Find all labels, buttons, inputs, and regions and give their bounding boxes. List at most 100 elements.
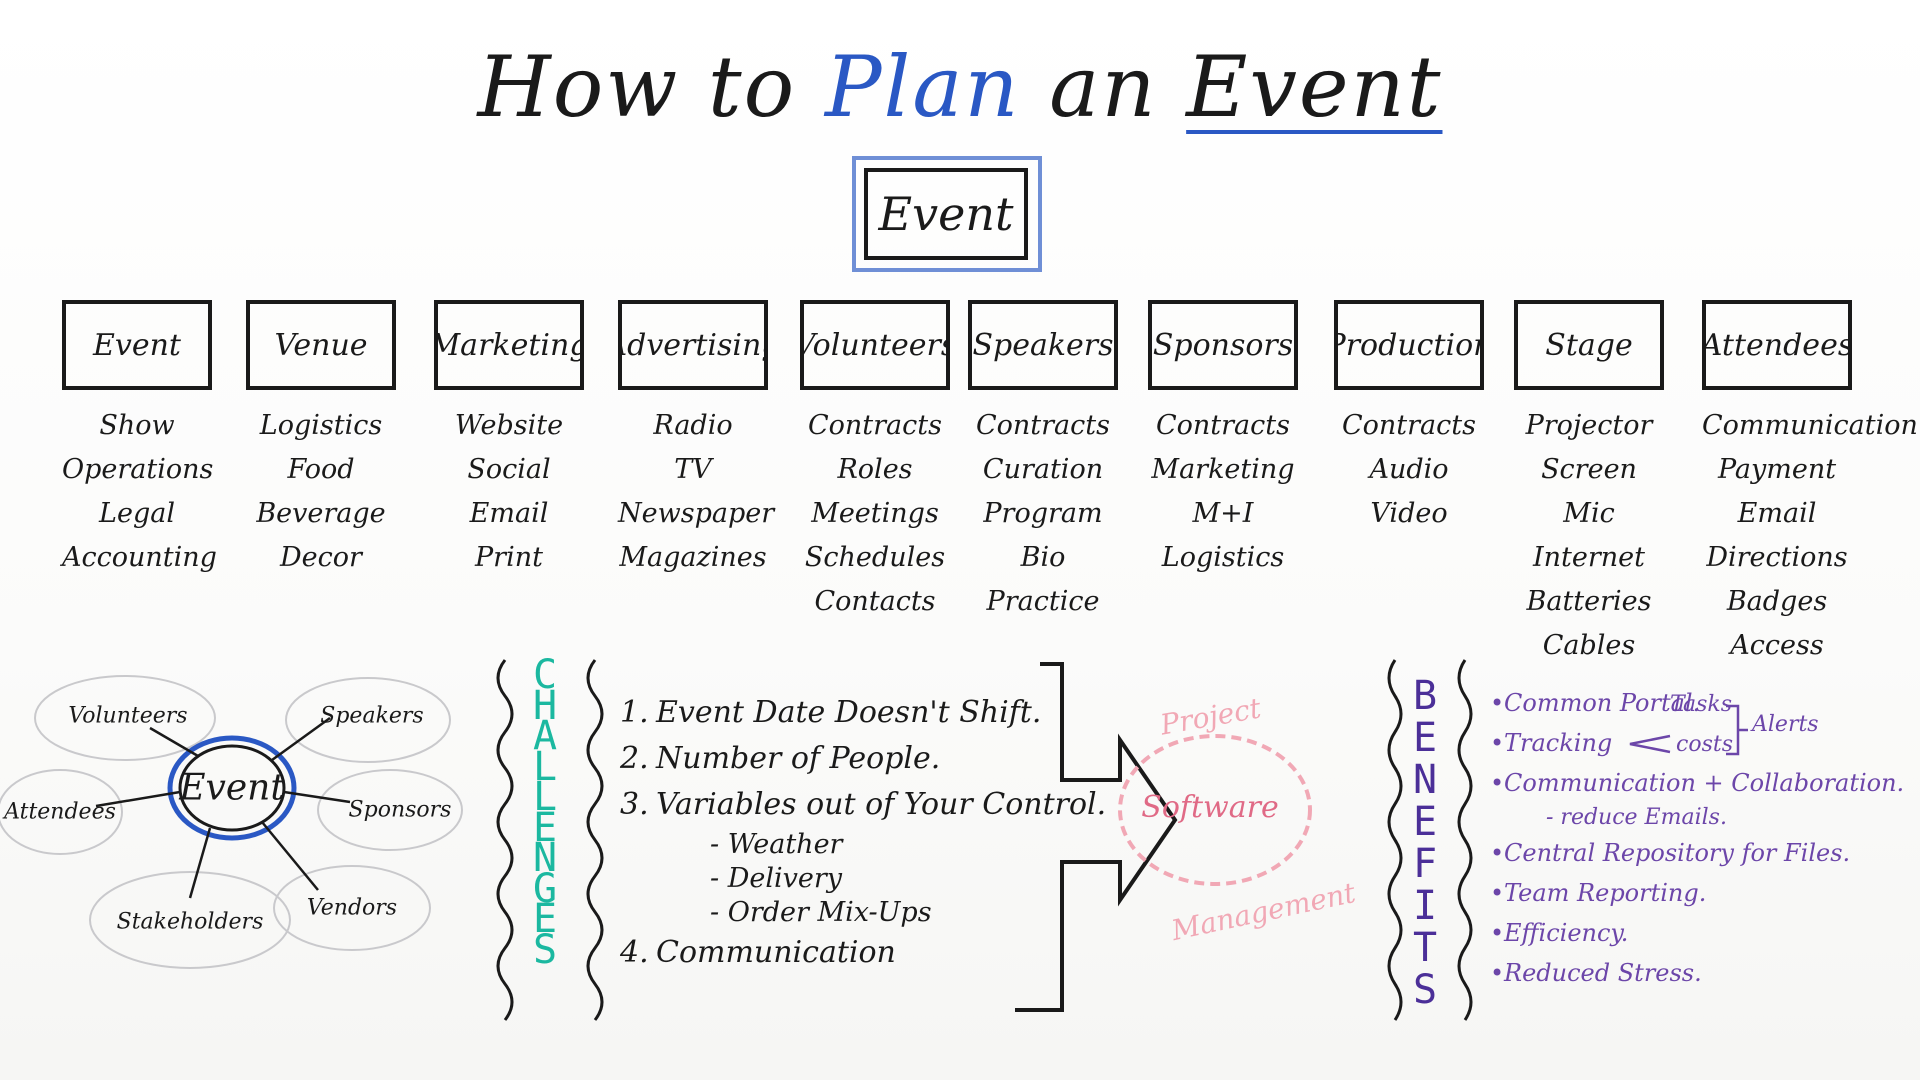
title-highlight: Plan bbox=[824, 38, 1021, 136]
alerts-label: Alerts bbox=[1752, 712, 1819, 737]
list-item: Food bbox=[287, 454, 355, 485]
benefits-letter: E bbox=[1412, 799, 1438, 845]
list-item: Logistics bbox=[259, 410, 383, 441]
category-box: Event bbox=[62, 300, 212, 390]
item-text: Tracking bbox=[1504, 729, 1613, 757]
title-part-1: How to bbox=[477, 38, 825, 136]
list-item: •Reduced Stress. bbox=[1490, 959, 1702, 987]
challenges-letter: N bbox=[532, 835, 558, 881]
page-title: How to Plan an Event bbox=[0, 38, 1920, 136]
list-item: Projector bbox=[1525, 410, 1653, 441]
mindmap-node-sponsors: Sponsors bbox=[348, 797, 452, 823]
list-item: •Tracking bbox=[1490, 729, 1613, 757]
category-box: Production bbox=[1334, 300, 1484, 390]
category-items: Contracts Marketing M+I Logistics bbox=[1148, 404, 1298, 580]
challenges-list: 1.Event Date Doesn't Shift. 2.Number of … bbox=[620, 690, 1106, 976]
challenges-letter: S bbox=[532, 926, 558, 973]
benefits-letter: S bbox=[1412, 967, 1438, 1013]
category-items: Logistics Food Beverage Decor bbox=[246, 404, 396, 580]
list-item: Email bbox=[469, 498, 549, 529]
category-box: Advertising bbox=[618, 300, 768, 390]
list-item: Access bbox=[1730, 630, 1824, 661]
challenges-letter: A bbox=[532, 713, 558, 759]
cloud-volunteers bbox=[34, 675, 216, 761]
list-item: Payment bbox=[1717, 454, 1837, 485]
cloud-vendors bbox=[273, 865, 431, 951]
cloud-attendees bbox=[0, 769, 123, 855]
list-subitem: - reduce Emails. bbox=[1546, 805, 1727, 830]
category-box: Stage bbox=[1514, 300, 1664, 390]
cloud-speakers bbox=[285, 677, 451, 763]
list-item: Bio bbox=[1020, 542, 1066, 573]
mindmap-clouds bbox=[0, 675, 463, 969]
mindmap-drawing bbox=[0, 675, 463, 969]
item-number: 1. bbox=[620, 695, 649, 730]
list-item: Internet bbox=[1532, 542, 1645, 573]
list-item: Email bbox=[1737, 498, 1817, 529]
list-item: Contacts bbox=[814, 586, 936, 617]
category-advertising: Advertising Radio TV Newspaper Magazines bbox=[618, 300, 774, 580]
list-item: Curation bbox=[982, 454, 1104, 485]
category-box: Venue bbox=[246, 300, 396, 390]
challenges-right-bracket bbox=[586, 659, 604, 1021]
challenges-letter: L bbox=[532, 774, 558, 820]
list-item: •Central Repository for Files. bbox=[1490, 839, 1851, 867]
mindmap-node-vendors: Vendors bbox=[306, 895, 398, 921]
list-item: Audio bbox=[1369, 454, 1449, 485]
list-item: Directions bbox=[1706, 542, 1848, 573]
item-text: Team Reporting. bbox=[1504, 879, 1707, 907]
item-text: Reduced Stress. bbox=[1504, 959, 1702, 987]
list-item: •Common Portal. bbox=[1490, 689, 1701, 717]
cloud-stakeholders bbox=[89, 871, 291, 969]
list-item: Beverage bbox=[256, 498, 386, 529]
list-item: 4.Communication bbox=[620, 930, 1106, 976]
list-subitem: - Order Mix-Ups bbox=[710, 897, 932, 928]
category-items: Radio TV Newspaper Magazines bbox=[618, 404, 774, 580]
category-box: Speakers bbox=[968, 300, 1118, 390]
list-item: Communication bbox=[1702, 410, 1918, 441]
list-item: Legal bbox=[99, 498, 175, 529]
category-box: Attendees bbox=[1702, 300, 1852, 390]
mindmap-center: Event bbox=[179, 767, 285, 809]
category-venue: Venue Logistics Food Beverage Decor bbox=[246, 300, 396, 580]
pm-center-label: Software bbox=[1141, 790, 1279, 825]
list-item: •Team Reporting. bbox=[1490, 879, 1707, 907]
challenges-left-bracket bbox=[496, 659, 514, 1021]
category-stage: Stage Projector Screen Mic Internet Batt… bbox=[1514, 300, 1664, 668]
list-item: Decor bbox=[280, 542, 362, 573]
mindmap-node-stakeholders: Stakeholders bbox=[116, 909, 264, 935]
benefits-letter: E bbox=[1412, 715, 1438, 761]
benefits-letter: F bbox=[1412, 841, 1438, 887]
list-item: Website bbox=[454, 410, 564, 441]
item-number: 4. bbox=[620, 935, 649, 970]
list-item: Meetings bbox=[811, 498, 939, 529]
list-item: •Communication + Collaboration. bbox=[1490, 769, 1905, 797]
list-item: Screen bbox=[1541, 454, 1637, 485]
challenges-letter: E bbox=[532, 804, 558, 851]
item-text: Common Portal. bbox=[1504, 689, 1701, 717]
list-item: Contracts bbox=[1342, 410, 1476, 441]
benefits-letter: B bbox=[1412, 673, 1438, 719]
list-item: Operations bbox=[62, 454, 214, 485]
list-item: Radio bbox=[653, 410, 733, 441]
title-part-2: an bbox=[1020, 38, 1187, 136]
benefits-list: •Common Portal. •Tracking •Communication… bbox=[1490, 683, 1904, 993]
cloud-sponsors bbox=[317, 769, 463, 851]
list-subitem: - Delivery bbox=[710, 863, 842, 894]
list-item: M+I bbox=[1192, 498, 1254, 529]
benefits-right-bracket bbox=[1457, 659, 1473, 1021]
list-item: Roles bbox=[837, 454, 913, 485]
category-items: Communication Payment Email Directions B… bbox=[1702, 404, 1918, 668]
item-text: Central Repository for Files. bbox=[1504, 839, 1851, 867]
list-item: Contracts bbox=[808, 410, 942, 441]
list-item: Badges bbox=[1726, 586, 1828, 617]
mindmap-links bbox=[95, 716, 351, 899]
root-event-box: Event bbox=[864, 168, 1028, 260]
category-attendees: Attendees Communication Payment Email Di… bbox=[1702, 300, 1918, 668]
category-event: Event Show Operations Legal Accounting bbox=[62, 300, 217, 580]
category-production: Production Contracts Audio Video bbox=[1334, 300, 1484, 536]
item-text: Efficiency. bbox=[1504, 919, 1629, 947]
list-item: TV bbox=[674, 454, 712, 485]
